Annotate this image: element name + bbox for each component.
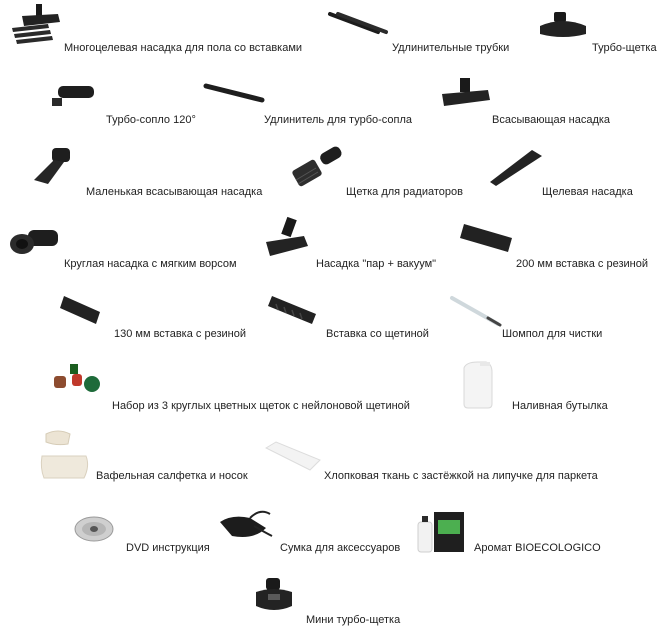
extension-tubes-icon bbox=[328, 12, 388, 34]
accessory-label: Вафельная салфетка и носок bbox=[96, 470, 248, 482]
accessory-label: Щелевая насадка bbox=[542, 186, 633, 198]
accessory-label: Хлопковая ткань с застёжкой на липучке д… bbox=[324, 470, 598, 482]
accessory-label: Вставка со щетиной bbox=[326, 328, 429, 340]
insert-200mm-icon bbox=[460, 224, 512, 252]
accessory-label: DVD инструкция bbox=[126, 542, 210, 554]
accessory-label: 200 мм вставка с резиной bbox=[516, 258, 648, 270]
accessory-label: Наливная бутылка bbox=[512, 400, 608, 412]
accessory-label: Удлинитель для турбо-сопла bbox=[264, 114, 413, 126]
accessory-label: Сумка для аксессуаров bbox=[280, 542, 401, 554]
accessory-label: Маленькая всасывающая насадка bbox=[86, 186, 263, 198]
crevice-nozzle-icon bbox=[490, 150, 542, 186]
accessory-label: Турбо-сопло 120° bbox=[106, 114, 196, 126]
turbo-brush-icon bbox=[540, 12, 586, 37]
nozzle-extender-icon bbox=[203, 83, 265, 103]
round-soft-nozzle-icon bbox=[10, 230, 58, 254]
accessory-bag-icon bbox=[220, 510, 273, 537]
accessory-label: Шомпол для чистки bbox=[502, 328, 603, 340]
accessory-label: 130 мм вставка с резиной bbox=[114, 328, 246, 340]
aroma-bottle-icon bbox=[417, 512, 464, 553]
dvd-icon bbox=[74, 516, 114, 542]
floor-nozzle-inserts-icon bbox=[12, 4, 60, 44]
accessory-label: Удлинительные трубки bbox=[392, 42, 510, 54]
small-suction-nozzle-icon bbox=[34, 148, 70, 184]
bristle-insert-icon bbox=[268, 296, 316, 324]
accessory-label: Щетка для радиаторов bbox=[346, 186, 463, 198]
suction-nozzle-icon bbox=[442, 78, 490, 106]
accessory-label: Всасывающая насадка bbox=[492, 114, 611, 126]
insert-130mm-icon bbox=[60, 296, 100, 324]
cleaning-rod-icon bbox=[450, 296, 502, 327]
turbo-nozzle-icon bbox=[52, 86, 94, 106]
accessory-label: Турбо-щетка bbox=[592, 42, 657, 54]
radiator-brush-icon bbox=[292, 146, 342, 187]
accessory-label: Мини турбо-щетка bbox=[306, 614, 401, 626]
fill-bottle-icon bbox=[463, 361, 493, 409]
accessory-label: Многоцелевая насадка для пола со вставка… bbox=[64, 42, 303, 54]
mini-turbo-brush-icon bbox=[256, 578, 292, 610]
waffle-cloth-sock-icon bbox=[40, 430, 89, 479]
accessory-label: Аромат BIOECOLOGICO bbox=[474, 542, 601, 554]
color-brushes-set-icon bbox=[54, 364, 100, 392]
accessory-label: Набор из 3 круглых цветных щеток с нейло… bbox=[112, 400, 410, 412]
cotton-cloth-icon bbox=[264, 441, 321, 471]
accessory-label: Круглая насадка с мягким ворсом bbox=[64, 258, 237, 270]
steam-vacuum-nozzle-icon bbox=[266, 216, 308, 256]
accessory-label: Насадка "пар + вакуум" bbox=[316, 258, 437, 270]
